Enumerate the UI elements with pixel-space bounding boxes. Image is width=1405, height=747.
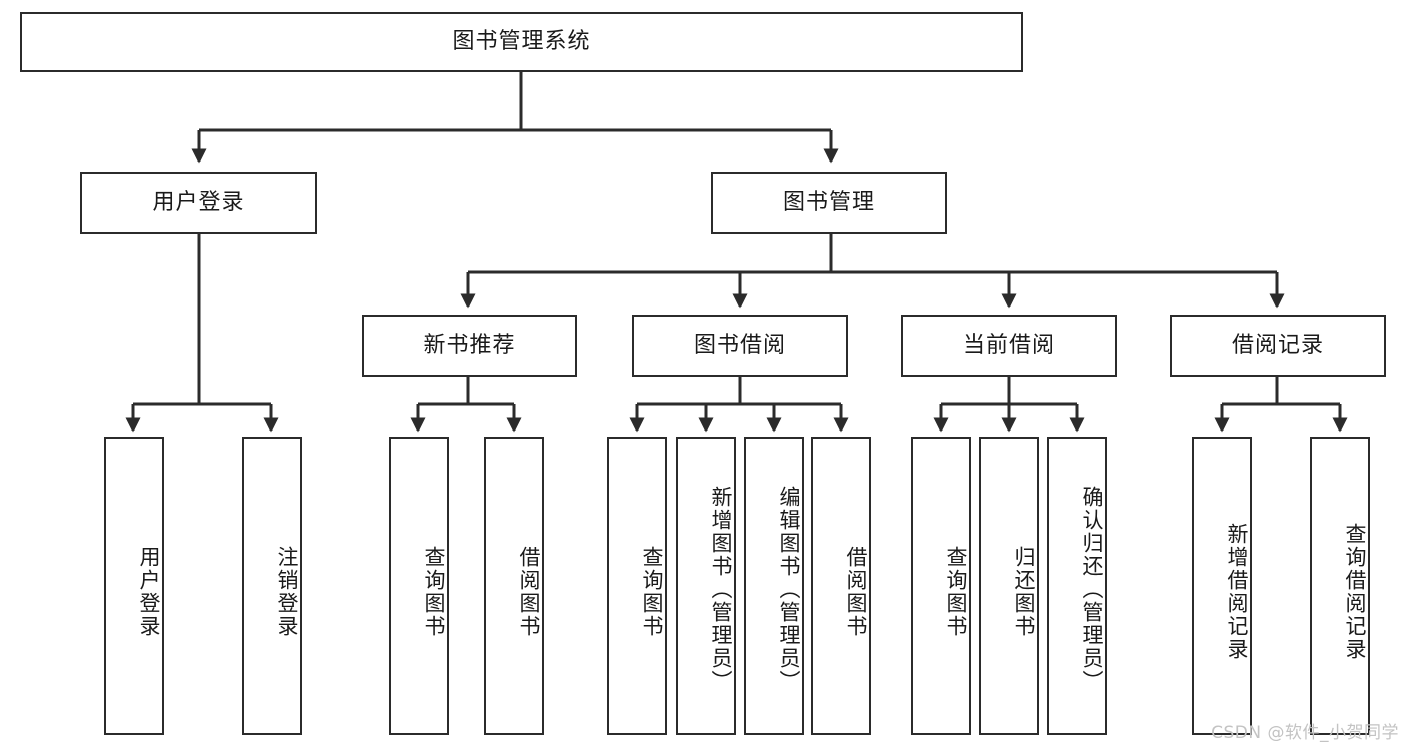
- node-new-book-recommend[interactable]: 新书推荐: [362, 315, 577, 377]
- leaf-user-login-logout[interactable]: 注销登录: [242, 437, 302, 735]
- node-label: 编辑图书（管理员）: [777, 485, 801, 693]
- node-label: 新增图书（管理员）: [709, 485, 733, 693]
- node-label: 用户登录: [152, 189, 245, 215]
- node-label: 查询图书: [944, 546, 968, 638]
- leaf-borrow-query-book[interactable]: 查询图书: [607, 437, 667, 735]
- node-label: 新增借阅记录: [1225, 523, 1249, 661]
- node-label: 当前借阅: [962, 332, 1055, 358]
- leaf-borrow-borrow-book[interactable]: 借阅图书: [811, 437, 871, 735]
- node-label: 查询图书: [640, 546, 664, 638]
- node-label: 查询图书: [422, 546, 446, 638]
- node-root-library-system[interactable]: 图书管理系统: [20, 12, 1023, 72]
- leaf-current-return-book[interactable]: 归还图书: [979, 437, 1039, 735]
- leaf-borrow-edit-book-admin[interactable]: 编辑图书（管理员）: [744, 437, 804, 735]
- leaf-user-login-login[interactable]: 用户登录: [104, 437, 164, 735]
- node-label: 查询借阅记录: [1343, 523, 1367, 661]
- node-label: 借阅图书: [517, 546, 541, 638]
- leaf-current-confirm-return-admin[interactable]: 确认归还（管理员）: [1047, 437, 1107, 735]
- node-label: 图书管理系统: [452, 28, 591, 54]
- node-label: 确认归还（管理员）: [1080, 485, 1104, 693]
- node-book-management[interactable]: 图书管理: [711, 172, 947, 234]
- leaf-record-query-record[interactable]: 查询借阅记录: [1310, 437, 1370, 735]
- leaf-current-query-book[interactable]: 查询图书: [911, 437, 971, 735]
- node-borrow-record[interactable]: 借阅记录: [1170, 315, 1386, 377]
- node-label: 用户登录: [137, 546, 161, 638]
- node-current-borrow[interactable]: 当前借阅: [901, 315, 1117, 377]
- node-user-login[interactable]: 用户登录: [80, 172, 317, 234]
- node-label: 图书管理: [782, 189, 875, 215]
- node-label: 借阅图书: [844, 546, 868, 638]
- node-book-borrow[interactable]: 图书借阅: [632, 315, 848, 377]
- leaf-record-add-record[interactable]: 新增借阅记录: [1192, 437, 1252, 735]
- node-label: 新书推荐: [423, 332, 516, 358]
- node-label: 归还图书: [1012, 546, 1036, 638]
- node-label: 图书借阅: [693, 332, 786, 358]
- csdn-watermark: CSDN @软件_小贺同学: [1211, 723, 1399, 743]
- leaf-borrow-add-book-admin[interactable]: 新增图书（管理员）: [676, 437, 736, 735]
- node-label: 借阅记录: [1231, 332, 1324, 358]
- leaf-recommend-borrow-book[interactable]: 借阅图书: [484, 437, 544, 735]
- node-label: 注销登录: [275, 546, 299, 638]
- leaf-recommend-query-book[interactable]: 查询图书: [389, 437, 449, 735]
